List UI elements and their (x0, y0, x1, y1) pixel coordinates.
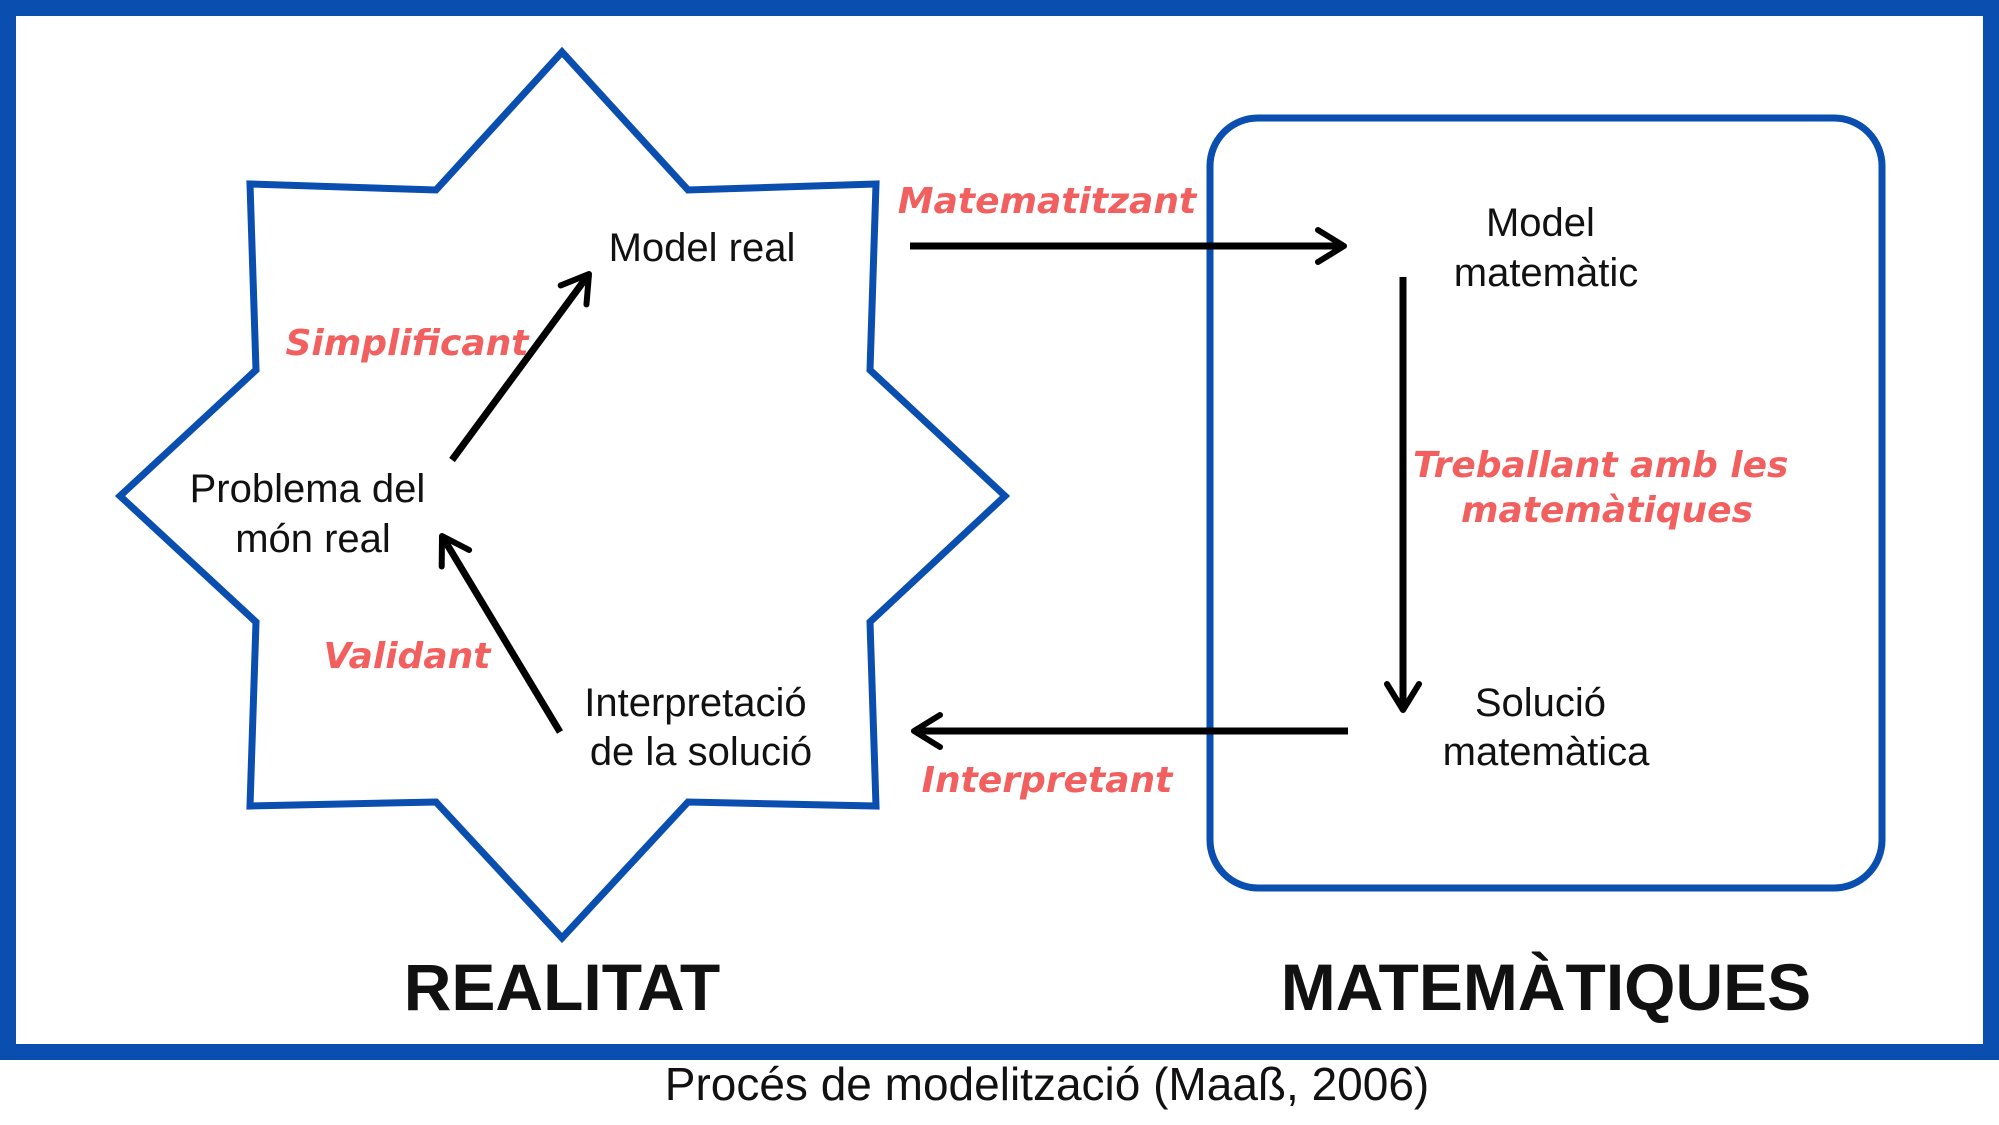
interpretacio-label: Interpretació de la solució (584, 681, 817, 774)
outer-frame (0, 0, 1999, 1060)
realitat-title: REALITAT (404, 950, 721, 1024)
validant-arrow (438, 533, 563, 734)
simplificant-label: Simplificant (285, 323, 530, 364)
matematiques-title: MATEMÀTIQUES (1281, 950, 1811, 1024)
model-real-label: Model real (609, 226, 796, 270)
model-matematic-label: Model matemàtic (1454, 201, 1639, 295)
problema-label: Problema del món real (190, 467, 437, 561)
matematiques-box (1206, 114, 1886, 892)
treballant-label: Treballant amb les matemàtiques (1413, 445, 1801, 531)
solucio-label: Solució matemàtica (1443, 681, 1650, 774)
realitat-star-shape (114, 46, 1011, 944)
interpretant-label: Interpretant (922, 760, 1174, 801)
matematitzant-label: Matematitzant (898, 181, 1198, 222)
simplificant-arrow (449, 271, 592, 463)
validant-label: Validant (324, 636, 493, 677)
figure-caption: Procés de modelització (Maaß, 2006) (665, 1058, 1429, 1110)
